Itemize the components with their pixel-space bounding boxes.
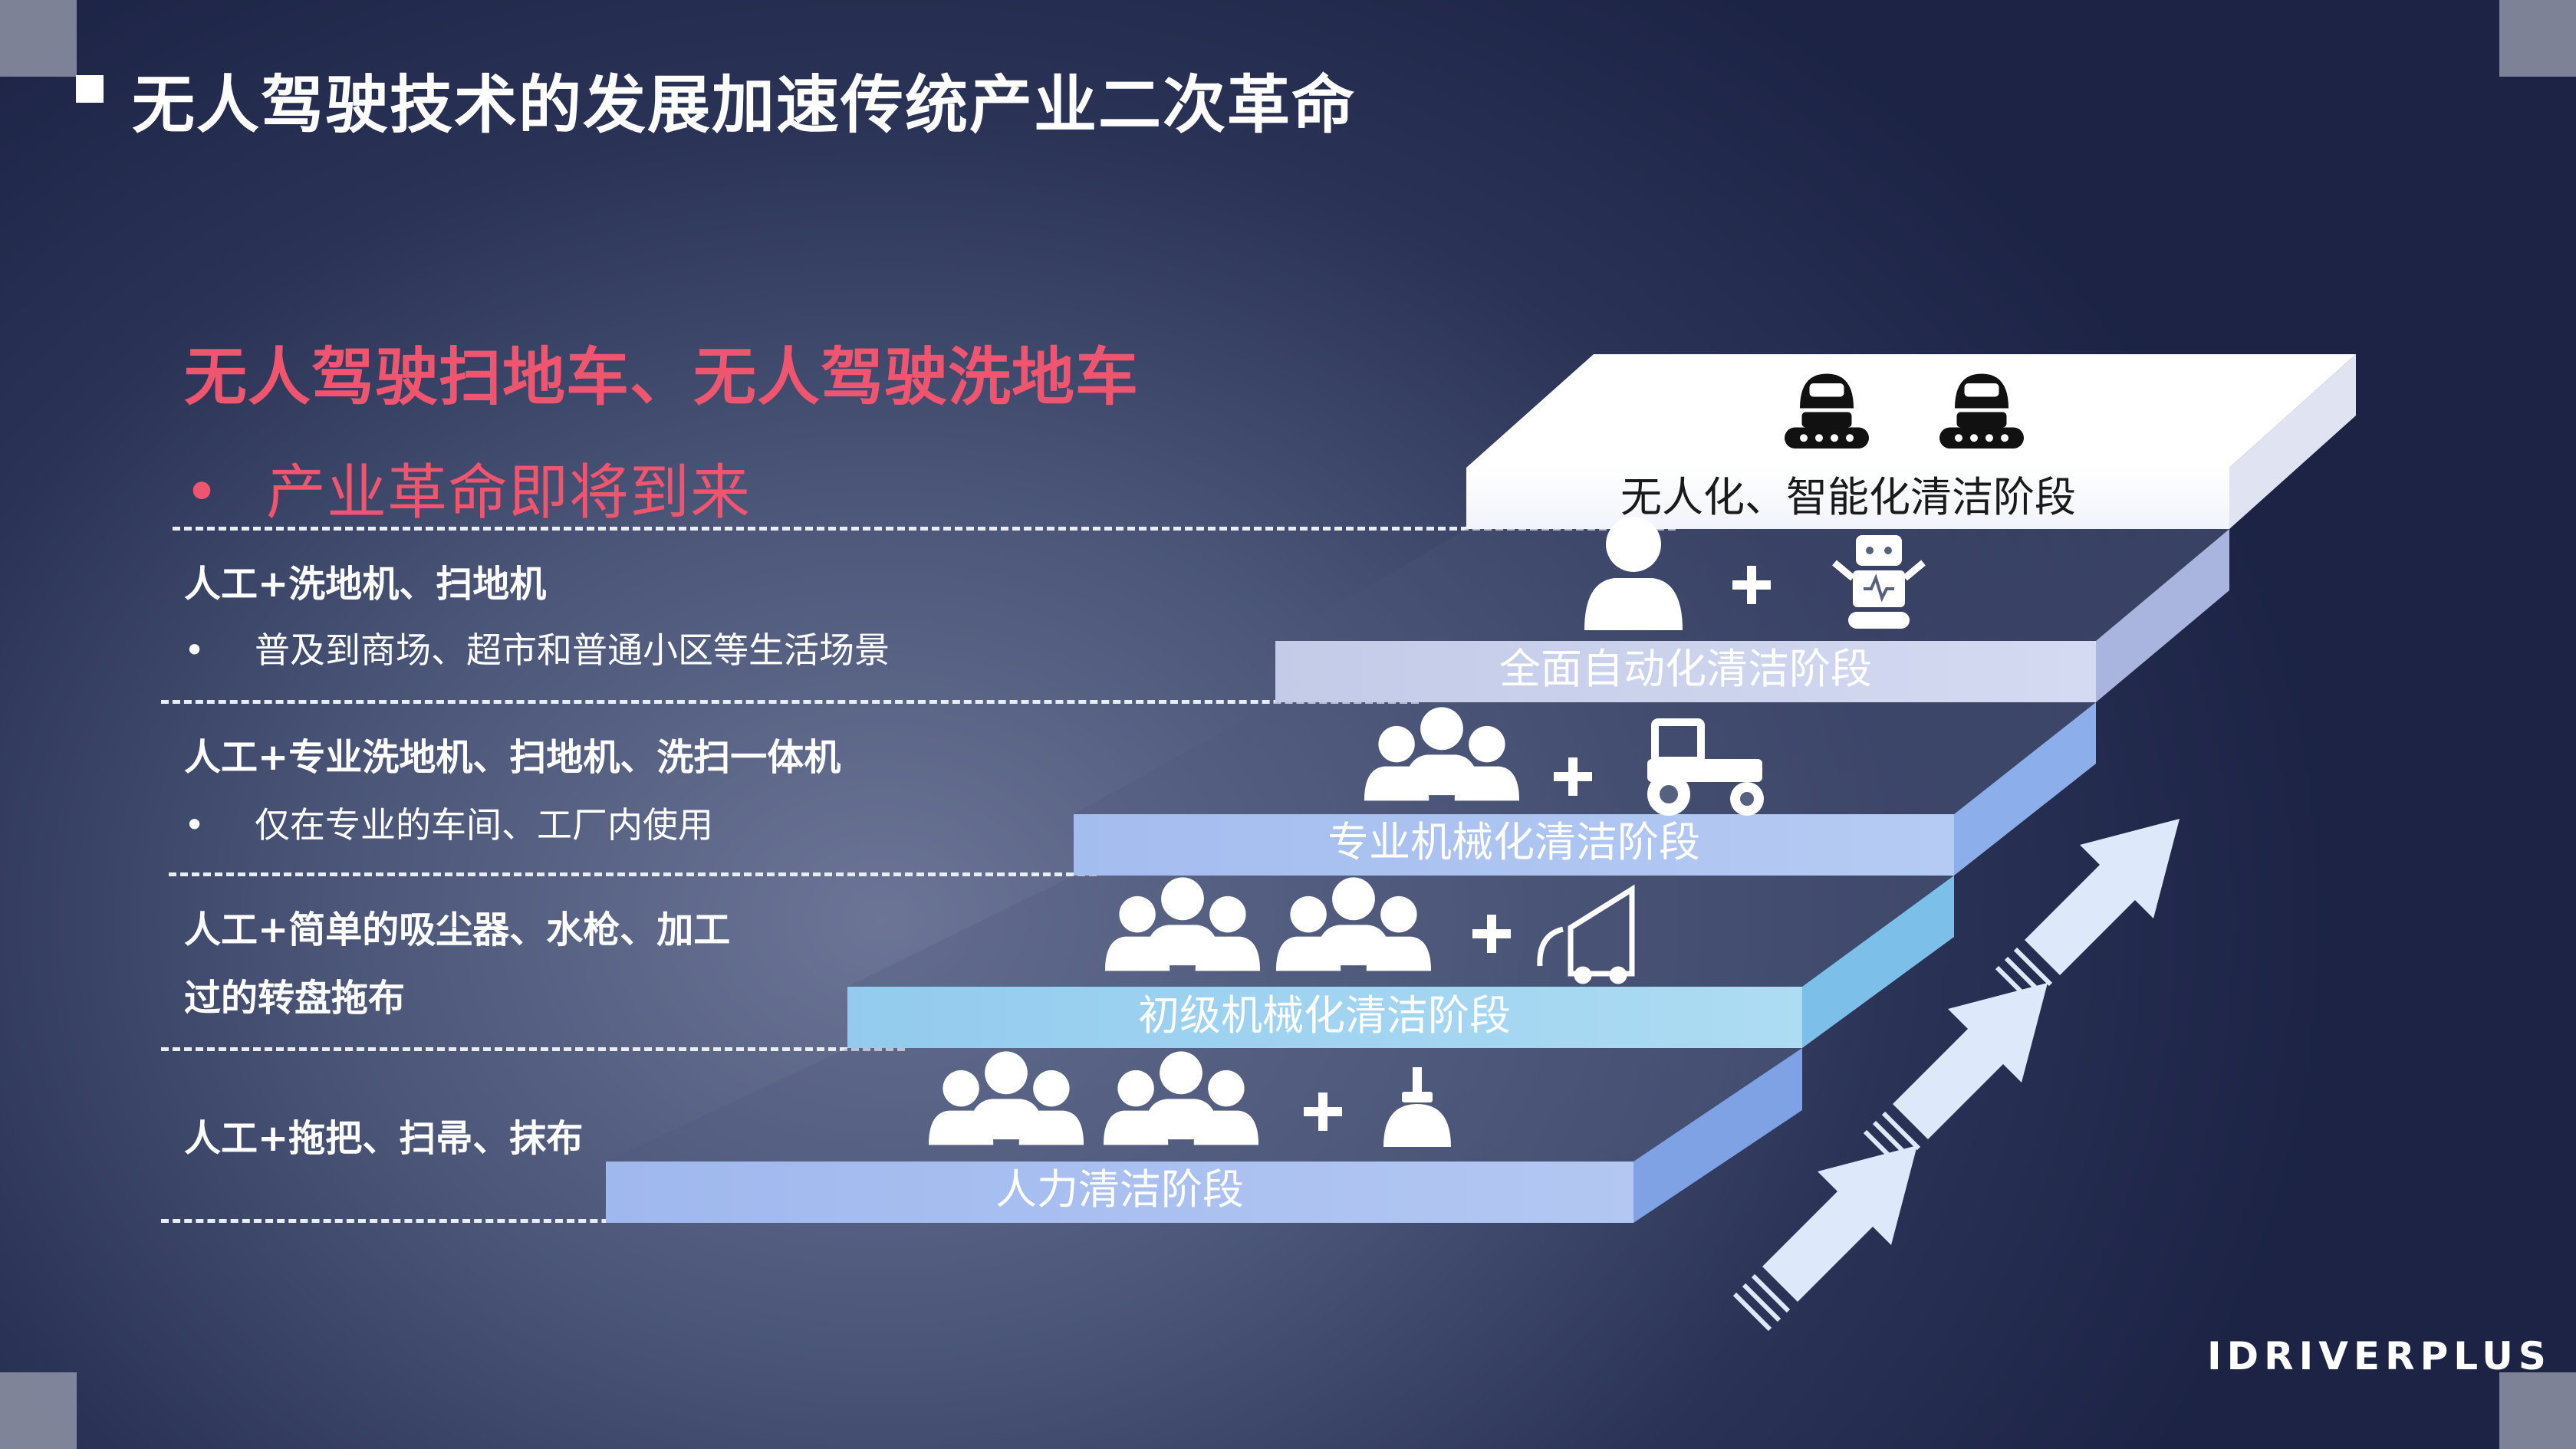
dashed-separator [161, 1047, 905, 1051]
subtitle-bullet: • 产业革命即将到来 [184, 445, 751, 531]
plus-icon [1554, 757, 1592, 796]
service-robot-icon [1832, 535, 1926, 629]
row-item-text: 仅在专业的车间、工厂内使用 [255, 804, 713, 846]
row-item: • 仅在专业的车间、工厂内使用 [184, 797, 713, 848]
broom-icon [1383, 1067, 1451, 1147]
stage-5-front [606, 1162, 1633, 1223]
stage-2-side [2096, 529, 2229, 702]
corner-accent [0, 1372, 77, 1449]
row-heading: 人工+洗地机、扫地机 [184, 563, 547, 606]
plus-icon [1472, 915, 1511, 953]
stage-3-top [1074, 702, 2096, 814]
stage-2-label: 全面自动化清洁阶段 [1499, 645, 1872, 693]
tractor-icon [1647, 718, 1764, 816]
up-right-arrow-icon [1997, 819, 2180, 1003]
stage-4-front [847, 987, 1802, 1048]
bullet-dot: • [184, 804, 206, 846]
corner-accent [0, 0, 77, 77]
plus-icon [1732, 566, 1771, 604]
subtitle-bullet-text: 产业革命即将到来 [266, 458, 752, 527]
stage-1-front [1466, 468, 2229, 529]
stage-5-label: 人力清洁阶段 [995, 1165, 1244, 1214]
stage-1-top [1466, 354, 2356, 468]
dashed-separator [173, 527, 1676, 531]
stage-2-front [1275, 641, 2096, 702]
row-heading: 人工+专业洗地机、扫地机、洗扫一体机 [184, 736, 841, 779]
dashed-separator [169, 872, 1097, 876]
bullet-dot: • [184, 458, 221, 527]
stage-4-side [1802, 876, 1954, 1048]
section-subtitle: 无人驾驶扫地车、无人驾驶洗地车 [184, 341, 1140, 414]
row-item-text: 普及到商场、超市和普通小区等生活场景 [255, 629, 890, 671]
up-right-arrow-icon [1735, 1145, 1917, 1329]
corner-accent [2499, 0, 2576, 77]
up-right-arrow-icon [1865, 983, 2048, 1167]
stage-3-front [1074, 814, 1954, 876]
stage-5-side [1633, 1048, 1802, 1223]
stage-1-side [2229, 354, 2356, 529]
stage-1-label: 无人化、智能化清洁阶段 [1620, 473, 2076, 521]
stage-3-label: 专业机械化清洁阶段 [1327, 818, 1700, 866]
stage-3-side [1954, 702, 2096, 876]
dashed-separator [161, 1219, 667, 1223]
row-heading: 人工+拖把、扫帚、抹布 [184, 1117, 584, 1160]
row-heading: 人工+简单的吸尘器、水枪、加工 [184, 909, 731, 951]
corner-accent [2499, 1372, 2576, 1449]
vacuum-cleaner-icon [1537, 884, 1635, 984]
brand-logo: IDRIVERPLUS [2207, 1334, 2551, 1378]
row-heading-continued: 过的转盘拖布 [184, 977, 406, 1020]
plus-icon [1304, 1092, 1342, 1131]
bullet-dot: • [184, 629, 206, 671]
row-item: • 普及到商场、超市和普通小区等生活场景 [184, 623, 890, 673]
stage-4-label: 初级机械化清洁阶段 [1138, 991, 1511, 1040]
dashed-separator [161, 700, 1419, 704]
title-bullet-square [76, 75, 104, 103]
slide-title: 无人驾驶技术的发展加速传统产业二次革命 [132, 69, 1357, 142]
